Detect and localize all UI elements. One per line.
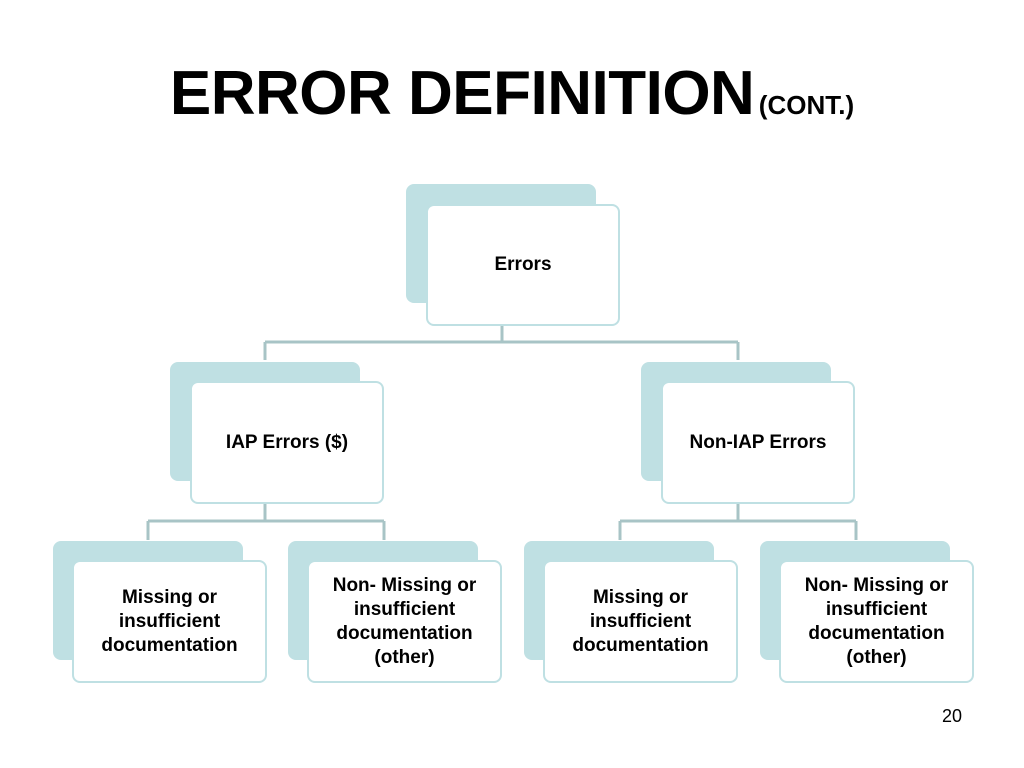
node-label-iap-non-missing: Non- Missing or insufficient documentati…: [332, 574, 477, 668]
node-card: Errors: [426, 204, 620, 326]
node-label-non-iap-non-missing: Non- Missing or insufficient documentati…: [804, 574, 949, 668]
title-main: ERROR DEFINITION: [169, 59, 755, 128]
connector-non-iap: [618, 504, 858, 540]
page-number: 20: [941, 706, 962, 726]
node-card: Non- Missing or insufficient documentati…: [307, 560, 502, 683]
node-label-iap-missing: Missing or insufficient documentation: [101, 586, 238, 656]
node-label-non-iap: Non-IAP Errors: [689, 431, 827, 453]
node-label-iap: IAP Errors ($): [225, 431, 349, 453]
node-card: Non-IAP Errors: [661, 381, 855, 504]
node-card: Missing or insufficient documentation: [72, 560, 267, 683]
title-suffix: (CONT.): [758, 90, 855, 120]
node-label-non-iap-missing: Missing or insufficient documentation: [572, 586, 709, 656]
connector-root: [263, 322, 740, 360]
node-label-errors: Errors: [494, 254, 552, 275]
node-card: Non- Missing or insufficient documentati…: [779, 560, 974, 683]
node-card: IAP Errors ($): [190, 381, 384, 504]
slide-title: ERROR DEFINITION (CONT.): [0, 58, 1024, 129]
node-card: Missing or insufficient documentation: [543, 560, 738, 683]
connector-iap: [146, 504, 386, 540]
